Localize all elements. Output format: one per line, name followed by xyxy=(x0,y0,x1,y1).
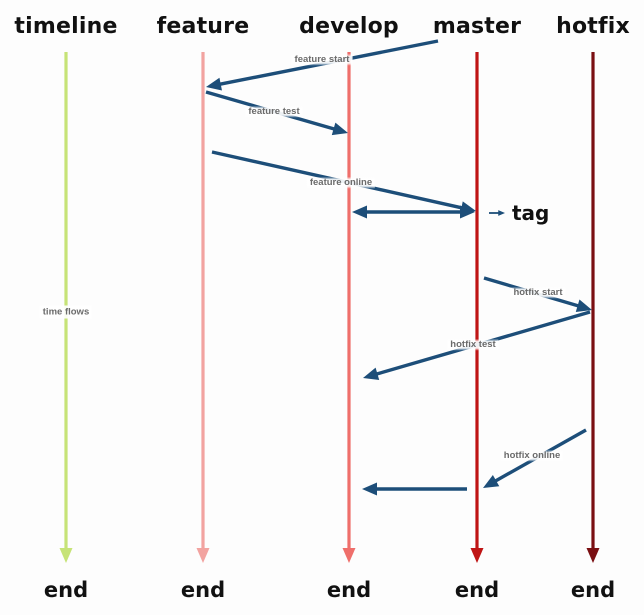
branch-title-master: master xyxy=(432,14,522,39)
branch-end-timeline: end xyxy=(43,578,89,602)
branch-end-hotfix: end xyxy=(570,578,616,602)
edge-tag-pointer xyxy=(489,210,505,216)
edge-label-hotfix-test: hotfix test xyxy=(447,338,499,352)
lifeline-master xyxy=(470,52,484,563)
edge-develop-master-sync xyxy=(352,205,475,219)
lifeline-hotfix xyxy=(586,52,600,563)
edge-label-feature-start: feature start xyxy=(291,53,353,67)
time-flows-label: time flows xyxy=(39,305,93,319)
branch-end-master: end xyxy=(454,578,500,602)
lifeline-develop xyxy=(342,52,356,563)
edge-label-feature-test: feature test xyxy=(245,105,303,119)
branch-title-timeline: timeline xyxy=(14,14,118,39)
lifeline-feature xyxy=(196,52,210,563)
branch-end-develop: end xyxy=(326,578,372,602)
branch-title-hotfix: hotfix xyxy=(556,14,630,39)
edge-label-hotfix-online: hotfix online xyxy=(500,449,564,463)
edge-master-develop-merge xyxy=(362,482,467,496)
branch-title-feature: feature xyxy=(156,14,250,39)
branch-end-feature: end xyxy=(180,578,226,602)
branch-title-develop: develop xyxy=(299,14,399,39)
edge-label-feature-online: feature online xyxy=(306,176,376,190)
tag-label: tag xyxy=(512,201,550,225)
edge-label-hotfix-start: hotfix start xyxy=(510,286,566,300)
